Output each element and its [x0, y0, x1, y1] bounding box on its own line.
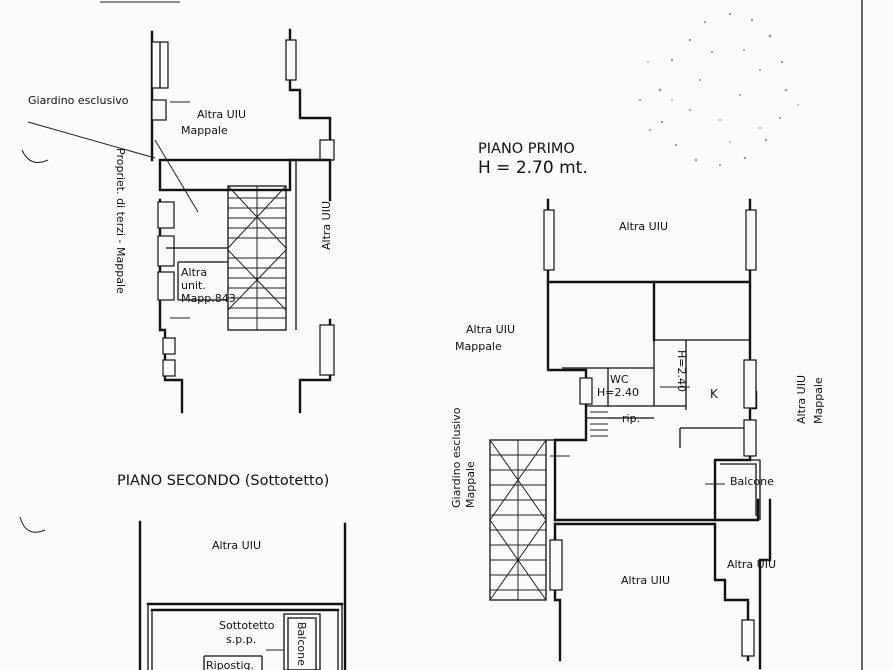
- label-wc-height: H=2.40: [597, 386, 639, 399]
- label-pp-mappale-right: Mappale: [812, 377, 825, 424]
- title-piano-primo: PIANO PRIMO: [478, 141, 575, 157]
- label-altra-uiu-right-top: Altra UIU: [320, 201, 333, 250]
- label-altra-unit-1: Altra: [181, 266, 207, 279]
- label-pp-mappale-left: Mappale: [455, 340, 502, 353]
- label-sottotetto: Sottotetto: [219, 619, 275, 632]
- label-pp-altra-uiu-left: Altra UIU: [466, 323, 515, 336]
- label-giardino-esclusivo: Giardino esclusivo: [28, 94, 129, 107]
- plan-piano-primo: [489, 198, 772, 670]
- title-piano-secondo: PIANO SECONDO (Sottotetto): [117, 473, 329, 489]
- label-mappale-top: Mappale: [181, 124, 228, 137]
- label-ripostiglio-pp: rip.: [622, 412, 640, 425]
- label-spp: s.p.p.: [226, 633, 256, 646]
- label-mappale-pp-left: Mappale: [464, 461, 477, 508]
- label-altra-unit-2: unit.: [181, 279, 206, 292]
- stamp-seal: [638, 12, 799, 167]
- label-giardino-esclusivo-pp: Giardino esclusivo: [450, 407, 463, 508]
- label-ps-altra-uiu: Altra UIU: [212, 539, 261, 552]
- label-altra-uiu-top: Altra UIU: [197, 108, 246, 121]
- label-ps-balcone: Balcone: [295, 622, 308, 666]
- label-propriet-terzi: Propriet. di terzi - Mappale: [114, 148, 127, 294]
- label-ripostiglio-ps: Ripostig.: [206, 659, 254, 670]
- label-pp-altra-uiu-bottom-right: Altra UIU: [727, 558, 776, 571]
- label-pp-altra-uiu-top: Altra UIU: [619, 220, 668, 233]
- title-piano-primo-height: H = 2.70 mt.: [478, 158, 588, 178]
- label-pp-altra-uiu-right: Altra UIU: [795, 375, 808, 424]
- plan-piano-secondo: [138, 520, 347, 670]
- label-altra-unit-3: Mapp.843: [181, 292, 236, 305]
- label-balcone: Balcone: [730, 475, 774, 488]
- scan-marks: [19, 0, 863, 670]
- label-kitchen: K: [710, 387, 719, 401]
- label-pp-altra-uiu-bottom: Altra UIU: [621, 574, 670, 587]
- plan-top-left: [27, 28, 335, 414]
- label-wc: WC: [610, 373, 629, 386]
- label-height-vertical: H=2.40: [675, 350, 688, 392]
